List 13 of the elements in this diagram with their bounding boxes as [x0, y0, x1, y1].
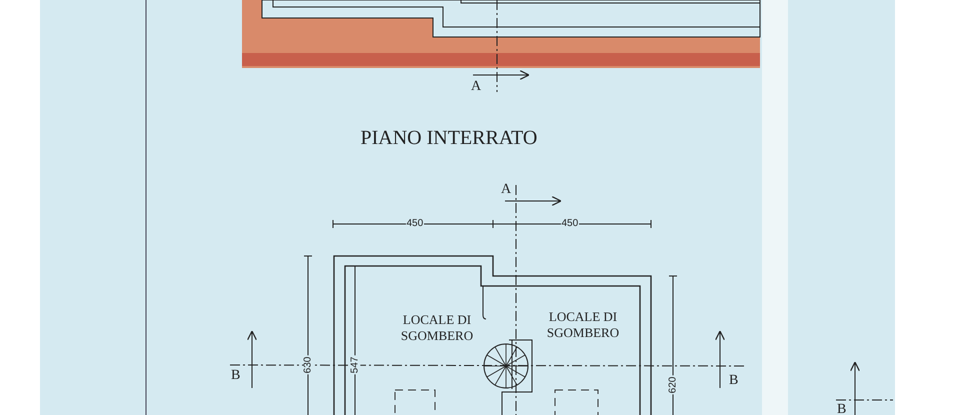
dimension-label: 547 [350, 356, 360, 374]
section-mark: B [231, 369, 240, 383]
room-label: LOCALE DI SGOMBERO [400, 312, 474, 344]
section-mark: A [501, 183, 512, 197]
plan-title: PIANO INTERRATO [360, 128, 538, 148]
dimension-label: 620 [668, 376, 678, 394]
dimension-label: 630 [302, 356, 313, 374]
room-label: LOCALE DI SGOMBERO [546, 309, 620, 342]
dimension-label: 450 [560, 219, 580, 229]
section-mark: A [471, 80, 482, 94]
section-mark: B [837, 403, 846, 415]
section-mark: B [729, 374, 738, 388]
dimension-label: 450 [406, 219, 424, 229]
